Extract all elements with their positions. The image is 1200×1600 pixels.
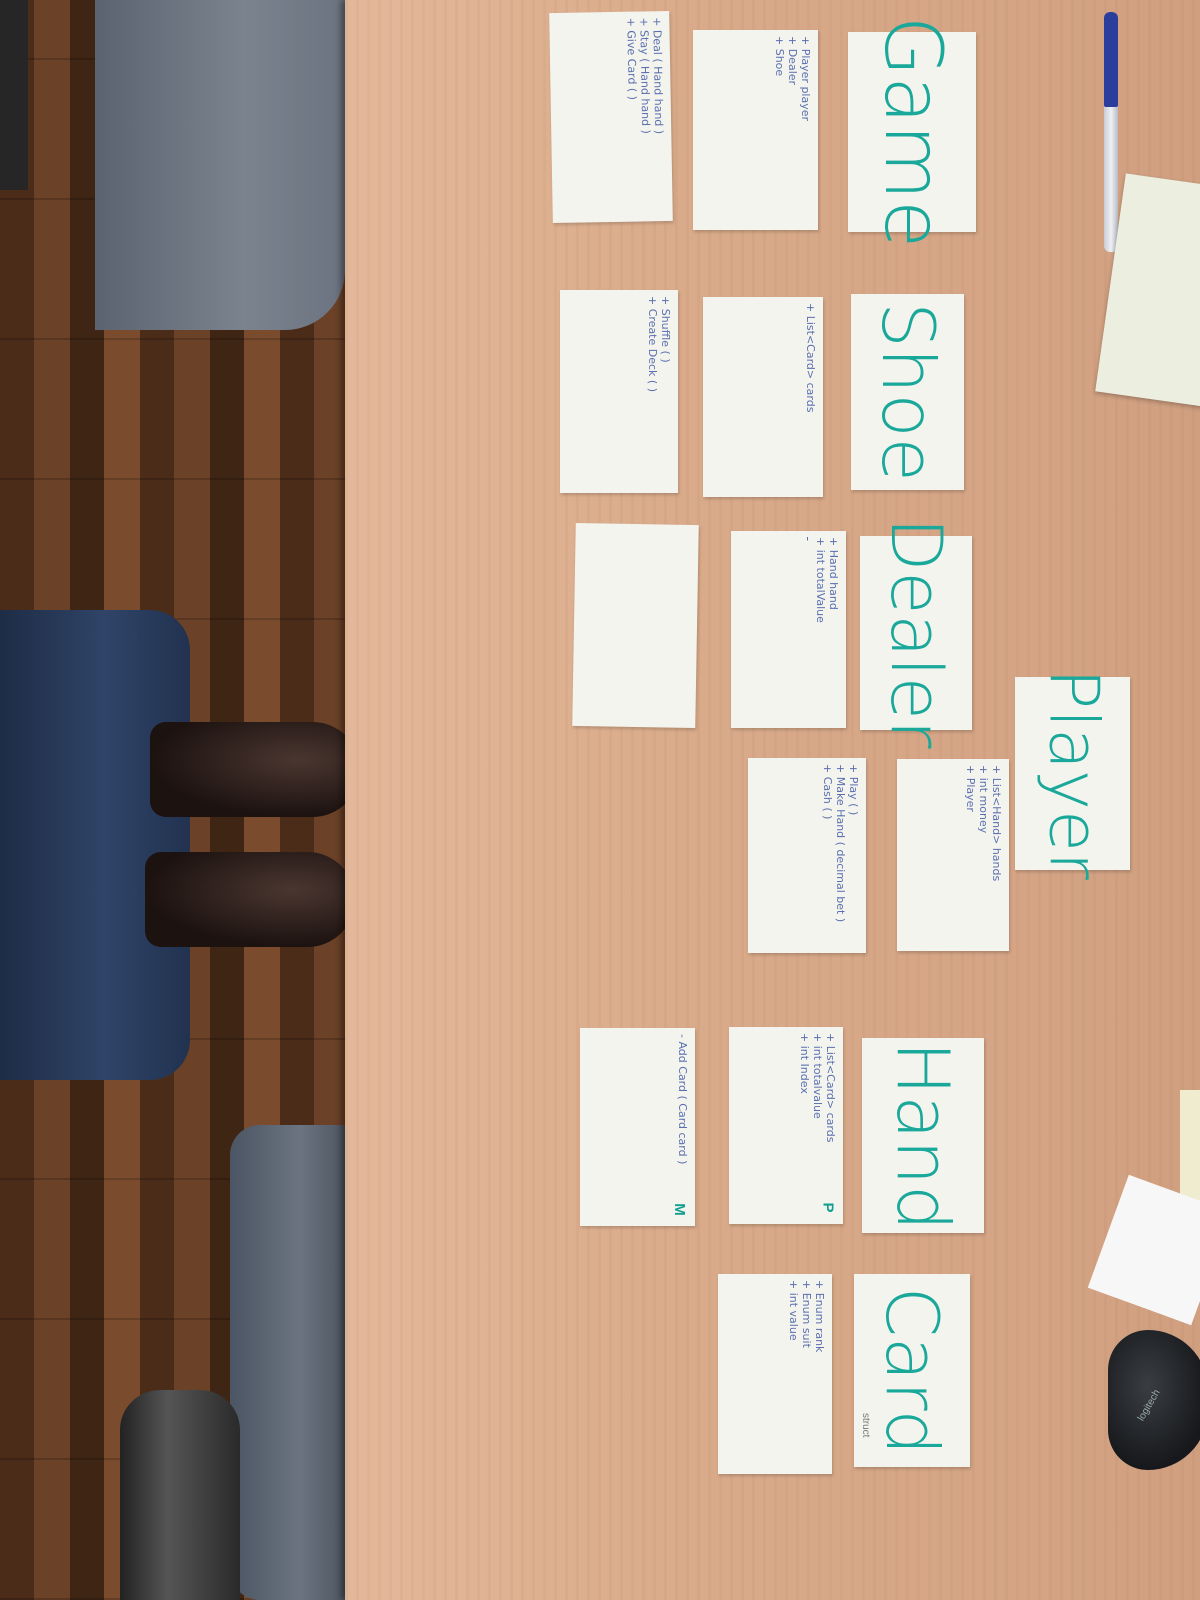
- card-card-fields: + Enum rank + Enum suit + int value: [718, 1274, 832, 1474]
- card-card-title: Card struct: [854, 1274, 970, 1467]
- card-dealer-title: Dealer: [860, 517, 972, 749]
- card-player-title: Player: [1015, 668, 1130, 879]
- card-hand-fields: + List<Card> cards + int totalvalue + in…: [729, 1027, 843, 1224]
- card-hand-methods: - Add Card ( Card card ) M: [580, 1028, 695, 1226]
- card-player-fields: + List<Hand> hands + int money + Player: [897, 759, 1009, 951]
- card-notes: + List<Card> cards: [804, 303, 817, 413]
- card-title: Game: [867, 15, 957, 249]
- computer-mouse: logitech: [1108, 1330, 1200, 1470]
- pen: [1104, 12, 1118, 252]
- card-notes: + Hand hand + int totalValue: [814, 537, 840, 623]
- card-shoe-title: Shoe: [851, 294, 964, 490]
- card-notes: + Shuffle ( ) + Create Deck ( ): [646, 296, 672, 392]
- card-title: Player: [1033, 667, 1112, 880]
- struct-note: struct: [860, 1412, 871, 1437]
- card-notes: + Play ( ) + Make Hand ( decimal bet ) +…: [821, 764, 860, 923]
- card-title: Dealer: [875, 517, 957, 749]
- card-hand-title: Hand: [862, 1038, 984, 1233]
- sneaker: [120, 1390, 240, 1600]
- card-game-title: Game: [848, 16, 976, 248]
- sticky-notes-stack: [1180, 1090, 1200, 1220]
- card-title: Card: [870, 1286, 954, 1455]
- mouse-logo: logitech: [1135, 1387, 1163, 1424]
- card-dealer-blank: [572, 522, 699, 729]
- card-notes: + List<Hand> hands + int money + Player: [964, 765, 1003, 882]
- leather-shoe-right: [145, 852, 355, 947]
- person-leg-grey-trousers: [95, 0, 345, 330]
- card-notes: - Add Card ( Card card ): [676, 1034, 689, 1165]
- card-shoe-methods: + Shuffle ( ) + Create Deck ( ): [560, 290, 678, 493]
- card-player-methods: + Play ( ) + Make Hand ( decimal bet ) +…: [748, 758, 866, 953]
- card-notes: + Player player + Dealer + Shoe: [773, 36, 812, 122]
- chair-leg: [0, 0, 28, 190]
- person-legs-jeans: [0, 610, 190, 1080]
- card-notes: + List<Card> cards + int totalvalue + in…: [798, 1033, 837, 1143]
- card-notes: + Enum rank + Enum suit + int value: [787, 1280, 826, 1353]
- leather-shoe-left: [150, 722, 360, 817]
- card-dealer-fields: + Hand hand + int totalValue: [731, 531, 846, 728]
- pen-cap: [1104, 12, 1118, 107]
- card-shoe-fields: + List<Card> cards: [703, 297, 823, 497]
- card-game-fields: + Player player + Dealer + Shoe: [693, 30, 818, 230]
- card-notes: + Deal ( Hand hand ) + Stay ( Hand hand …: [624, 17, 666, 135]
- mark-m: M: [670, 1203, 688, 1216]
- card-game-methods: + Deal ( Hand hand ) + Stay ( Hand hand …: [549, 10, 673, 224]
- card-title: Hand: [881, 1040, 965, 1231]
- card-title: Shoe: [865, 302, 950, 482]
- mark-p: P: [819, 1202, 837, 1213]
